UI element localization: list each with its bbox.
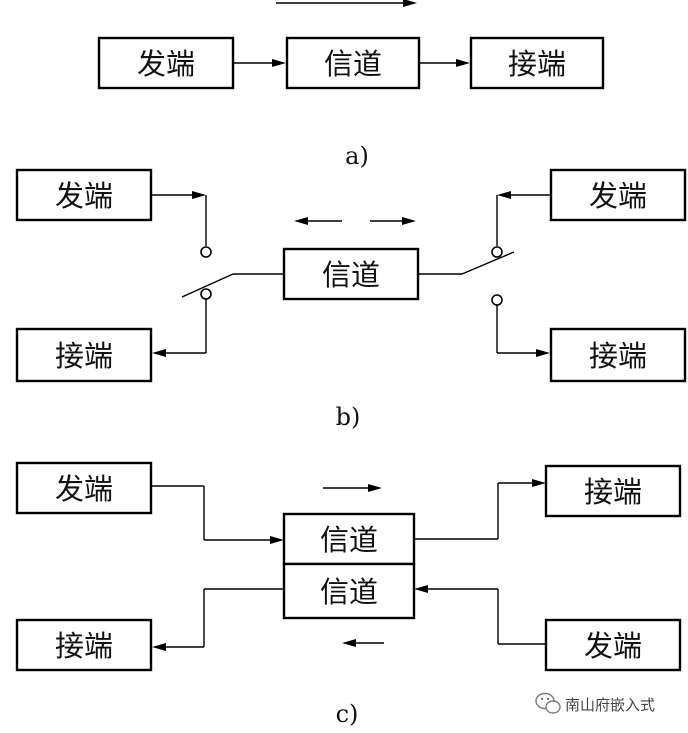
panel-b-right-upper-contact: [491, 246, 503, 258]
wechat-icon: [535, 692, 561, 714]
panel-c-top-receiver-wire: [414, 479, 546, 540]
panel-c: 发端 信道 信道 接端 接端: [15, 461, 682, 728]
panel-a-arrow-channel-to-receiver: [419, 59, 470, 67]
panel-b-right-receiver-wire: [496, 305, 550, 357]
panel-c-bottom-sender-label: 发端: [584, 629, 642, 663]
panel-c-bottom-receiver-wire: [152, 588, 284, 651]
panel-b-left-receiver-box: [15, 327, 153, 383]
panel-b-left-lower-contact: [200, 288, 212, 300]
panel-b-caption: b): [336, 403, 361, 431]
panel-b-right-switch-blade: [461, 251, 515, 275]
panel-c-bottom-channel-box: [282, 562, 416, 620]
panel-a-arrow-sender-to-channel: [233, 59, 286, 67]
panel-b-left-sender-wire: [151, 191, 207, 246]
panel-c-top-channel-label: 信道: [320, 523, 378, 557]
panel-b-left-direction-arrow: [294, 217, 342, 225]
panel-b-left-sender-label: 发端: [55, 179, 113, 213]
panel-c-top-sender-box: [15, 461, 153, 515]
panel-c-caption: c): [336, 700, 359, 728]
panel-b-left-receiver-label: 接端: [55, 339, 113, 373]
panel-c-bottom-sender-wire: [414, 585, 546, 645]
panel-c-bottom-channel-label: 信道: [320, 575, 378, 609]
panel-c-bottom-sender-box: [544, 618, 682, 672]
panel-a-direction-arrow: [276, 0, 417, 7]
panel-b-right-sender-label: 发端: [589, 179, 647, 213]
panel-a-sender-label: 发端: [137, 47, 195, 81]
panel-b-channel-label: 信道: [322, 258, 380, 292]
panel-b-right-direction-arrow: [370, 217, 416, 225]
panel-b-left-switch-blade: [181, 273, 234, 298]
panel-b: 发端 接端 信道: [15, 168, 687, 431]
panel-a-caption: a): [345, 142, 369, 170]
panel-c-top-receiver-label: 接端: [584, 475, 642, 509]
panel-b-right-receiver-label: 接端: [589, 339, 647, 373]
watermark: 南山府嵌入式: [535, 692, 655, 714]
panel-b-channel-box: [282, 247, 420, 301]
panel-a: 发端 信道 接端 a): [97, 0, 605, 170]
panel-b-right-lower-contact: [491, 294, 503, 306]
panel-a-receiver-label: 接端: [508, 47, 566, 81]
panel-c-bottom-receiver-label: 接端: [55, 629, 113, 663]
panel-b-left-sender-box: [15, 168, 153, 222]
panel-b-left-receiver-wire: [152, 299, 207, 357]
panel-c-top-receiver-box: [544, 464, 682, 518]
panel-b-right-sender-wire: [496, 191, 551, 246]
panel-c-bottom-direction-arrow: [342, 639, 384, 647]
panel-b-left-upper-contact: [200, 246, 212, 258]
panel-a-channel-label: 信道: [324, 47, 382, 81]
panel-c-top-direction-arrow: [323, 484, 382, 492]
panel-c-top-sender-label: 发端: [55, 472, 113, 506]
panel-b-right-receiver-box: [549, 327, 687, 383]
panel-c-bottom-receiver-box: [15, 618, 153, 672]
watermark-text: 南山府嵌入式: [565, 696, 655, 714]
panel-a-receiver-box: [469, 36, 605, 90]
panel-c-top-sender-wire: [151, 485, 284, 544]
